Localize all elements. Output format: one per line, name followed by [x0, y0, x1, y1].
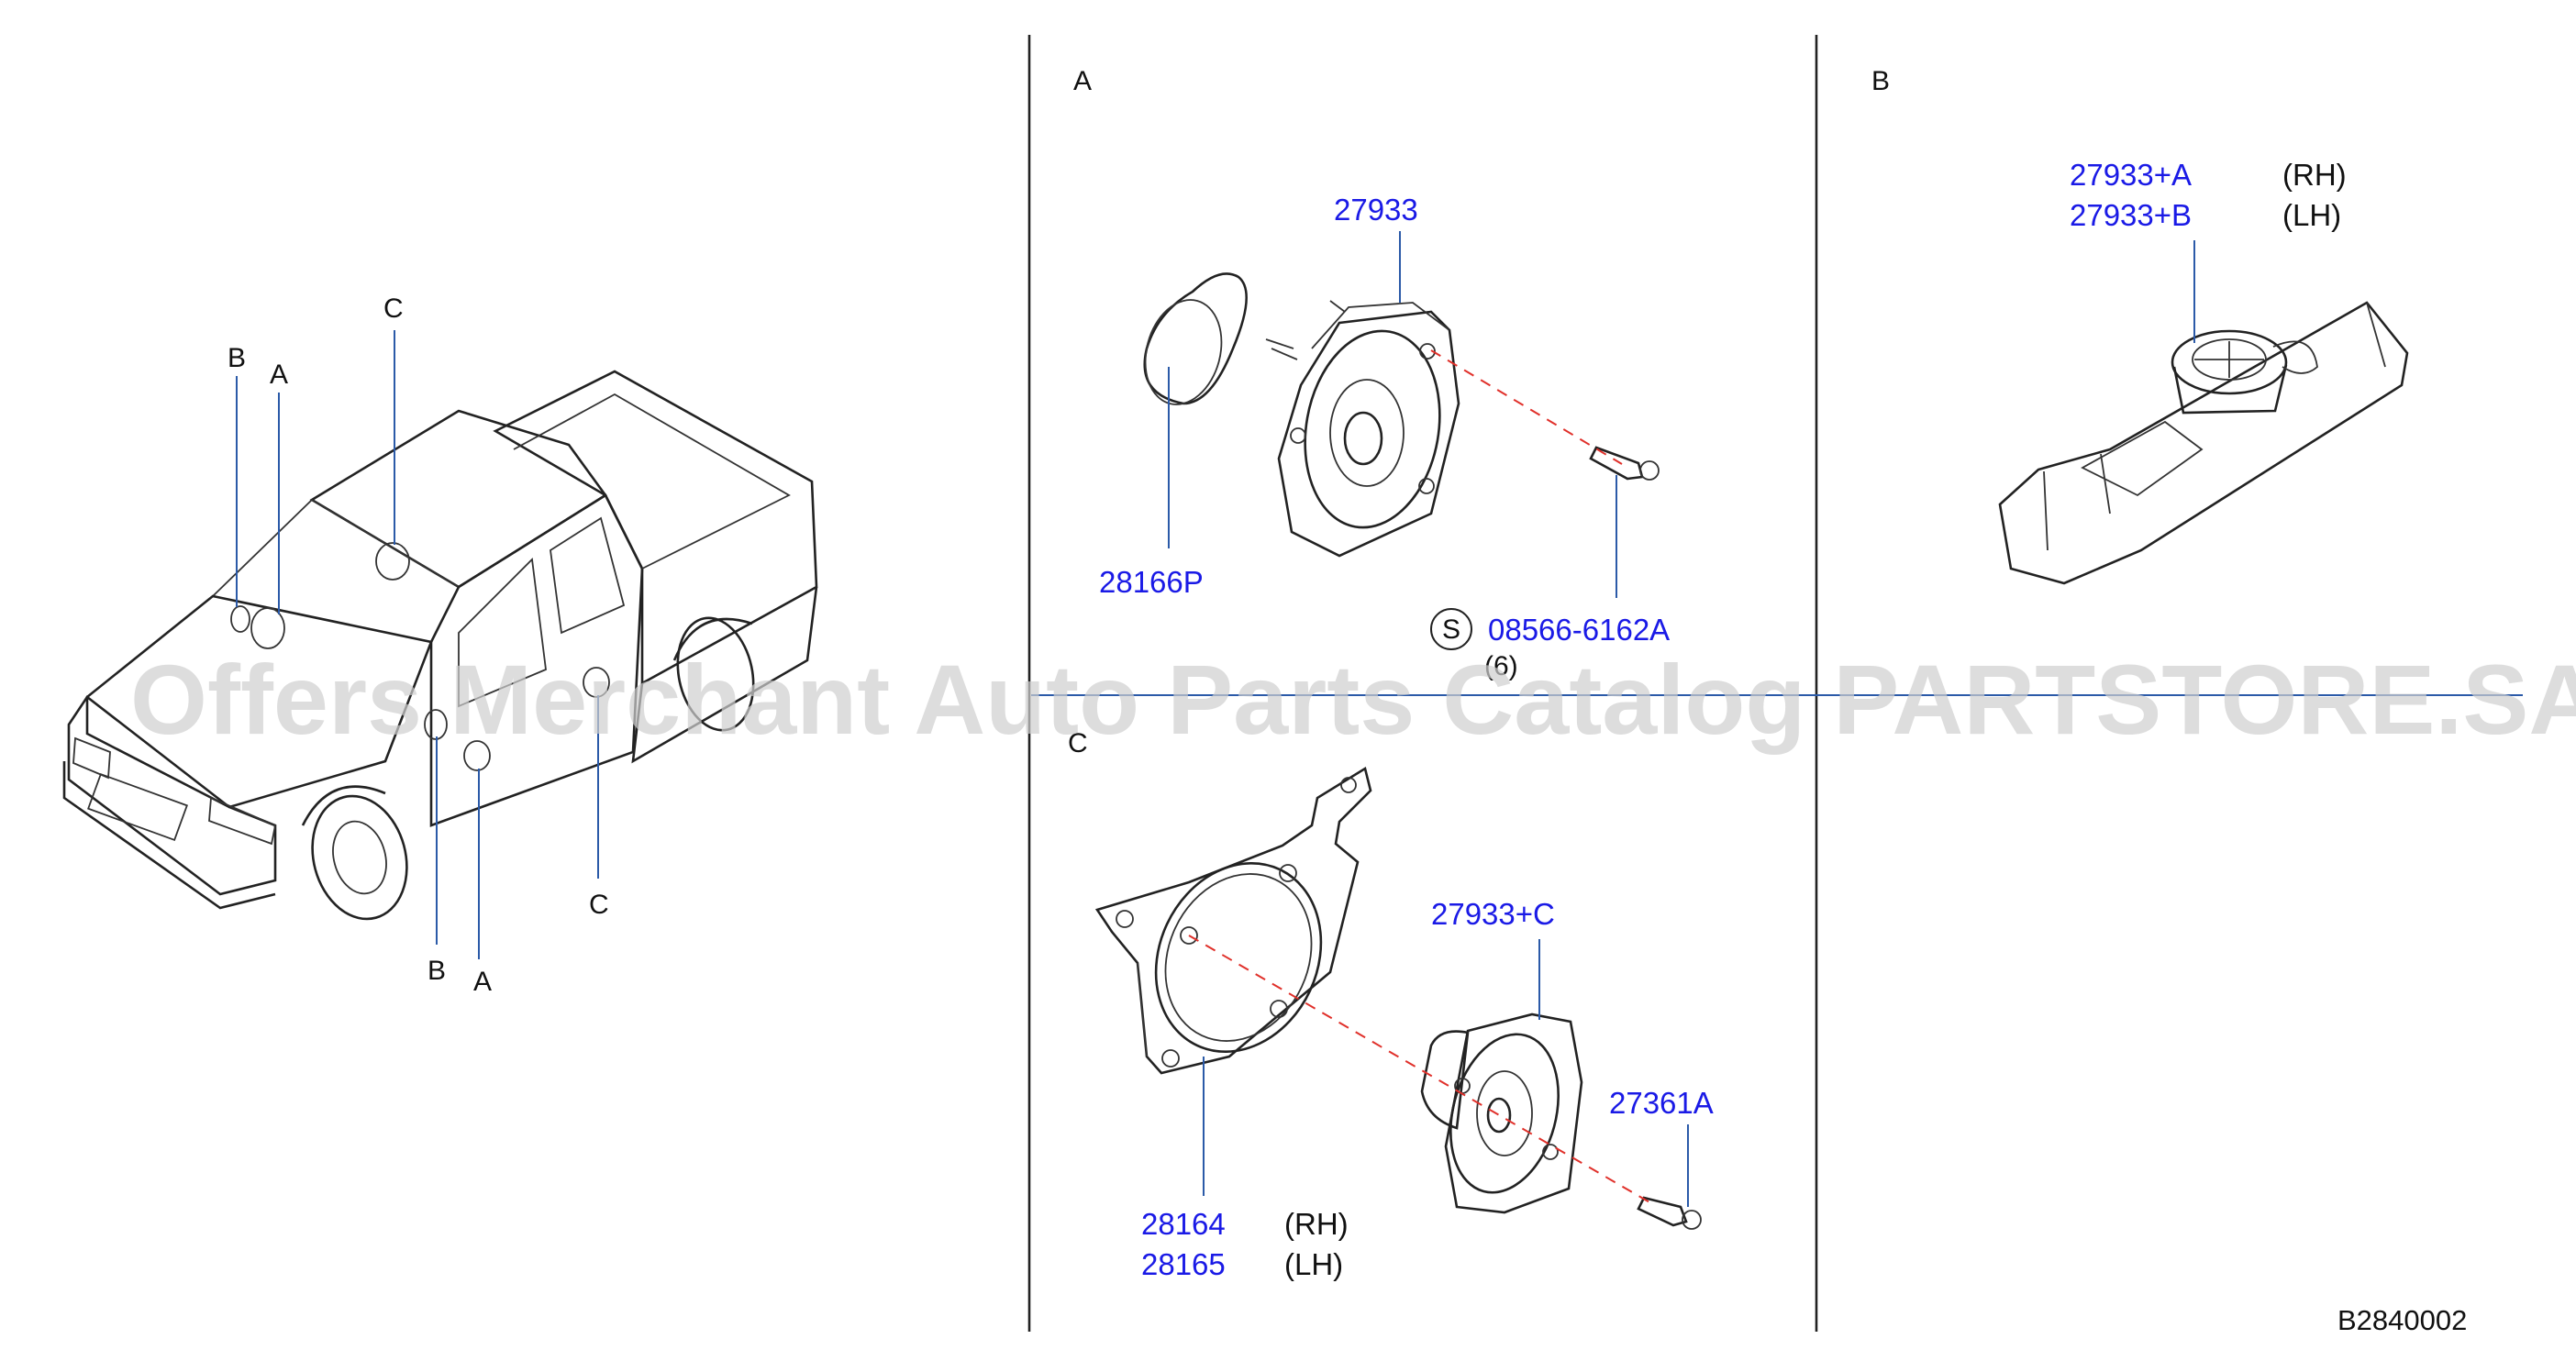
part-28166p: 28166P: [1099, 565, 1204, 599]
label-rh-c: (RH): [1284, 1207, 1349, 1241]
section-c-bracket: [1094, 766, 1372, 1075]
section-b-tweeter: [1998, 301, 2409, 585]
part-08566-6162a: 08566-6162A: [1488, 613, 1670, 647]
section-a-speaker: [1143, 272, 1660, 558]
overview-callouts: B A C B A C: [228, 293, 609, 997]
part-27933: 27933: [1334, 193, 1418, 227]
truck-illustration: [62, 370, 818, 921]
part-28165: 28165: [1141, 1247, 1226, 1281]
section-b-labels: 27933+A (RH) 27933+B (LH): [2070, 158, 2347, 232]
section-c-speaker: [1420, 1012, 1583, 1214]
callout-b-bottom: B: [427, 956, 446, 986]
callout-a-top: A: [270, 360, 288, 390]
panel-dividers: [1027, 35, 2523, 1332]
part-27361a: 27361A: [1609, 1086, 1714, 1120]
screw-symbol: S: [1442, 614, 1460, 645]
callout-c-top: C: [383, 293, 404, 324]
callout-a-bottom: A: [473, 967, 492, 997]
reference-code: B2840002: [2337, 1304, 2467, 1336]
callout-c-bottom: C: [589, 890, 609, 920]
section-c-labels: 27933+C 27361A 28164 (RH) 28165 (LH): [1141, 897, 1714, 1281]
screw-symbol-circle: [1430, 608, 1472, 650]
watermark: Offers Merchant Auto Parts Catalog PARTS…: [130, 644, 2576, 755]
label-lh-b: (LH): [2282, 198, 2341, 232]
section-c-leaders: [1188, 935, 1689, 1207]
section-a-labels: 27933 28166P S 08566-6162A (6): [1099, 193, 1670, 681]
section-a-leaders: [1168, 231, 1623, 598]
section-a-title: A: [1073, 66, 1092, 96]
screw-quantity: (6): [1484, 651, 1518, 681]
section-b-title: B: [1871, 66, 1890, 96]
overview-leaders: [236, 330, 599, 959]
label-rh-b: (RH): [2282, 158, 2347, 192]
section-c-screw: [1637, 1196, 1702, 1230]
part-28164: 28164: [1141, 1207, 1226, 1241]
callout-b-top: B: [228, 343, 246, 373]
part-27933-b: 27933+B: [2070, 198, 2192, 232]
part-27933-a: 27933+A: [2070, 158, 2192, 192]
part-27933-c: 27933+C: [1431, 897, 1555, 931]
label-lh-c: (LH): [1284, 1247, 1343, 1281]
section-c-title: C: [1068, 728, 1088, 758]
